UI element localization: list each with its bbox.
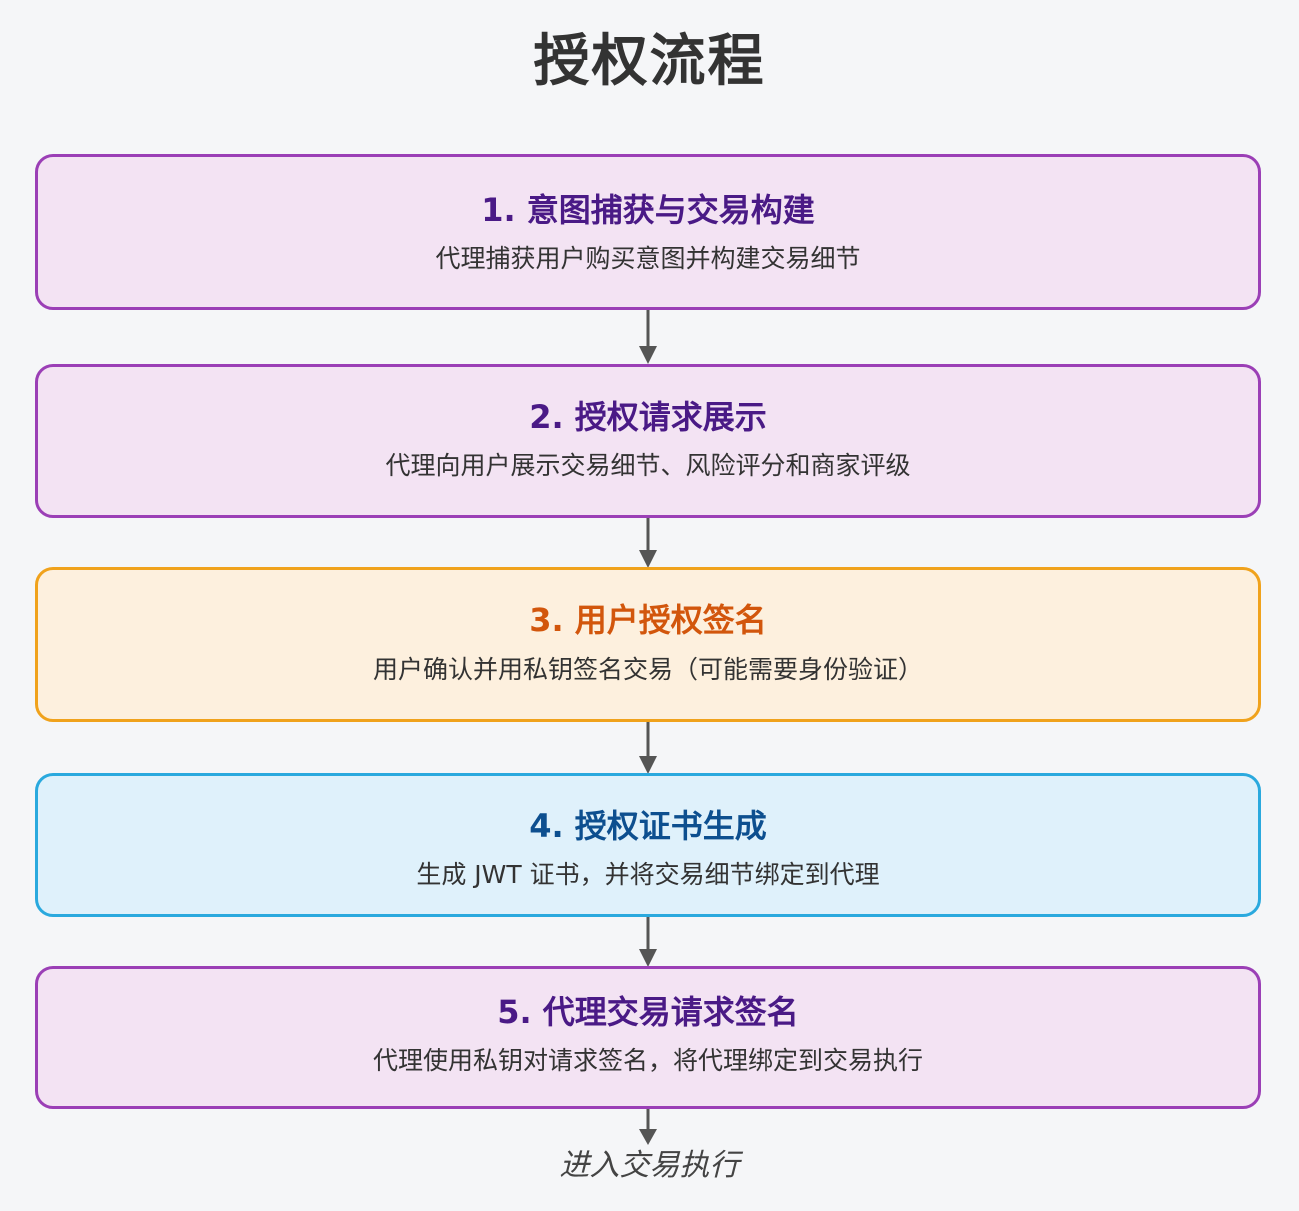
step-2-box: 2. 授权请求展示 代理向用户展示交易细节、风险评分和商家评级 bbox=[35, 364, 1261, 518]
page-title: 授权流程 bbox=[533, 29, 766, 94]
step-3-box: 3. 用户授权签名 用户确认并用私钥签名交易（可能需要身份验证） bbox=[35, 567, 1261, 722]
step-5-title: 5. 代理交易请求签名 bbox=[497, 993, 799, 1031]
step-1-box: 1. 意图捕获与交易构建 代理捕获用户购买意图并构建交易细节 bbox=[35, 154, 1261, 310]
step-5-description: 代理使用私钥对请求签名，将代理绑定到交易执行 bbox=[372, 1046, 923, 1075]
next-stage-label: 进入交易执行 bbox=[559, 1148, 740, 1183]
step-5-box: 5. 代理交易请求签名 代理使用私钥对请求签名，将代理绑定到交易执行 bbox=[35, 966, 1261, 1109]
step-4-title: 4. 授权证书生成 bbox=[529, 807, 767, 845]
step-2-description: 代理向用户展示交易细节、风险评分和商家评级 bbox=[385, 451, 911, 480]
arrow-down-icon bbox=[639, 917, 657, 967]
step-1-title: 1. 意图捕获与交易构建 bbox=[481, 191, 815, 229]
step-3-title: 3. 用户授权签名 bbox=[529, 601, 767, 639]
step-3-description: 用户确认并用私钥签名交易（可能需要身份验证） bbox=[372, 655, 923, 684]
arrow-down-icon bbox=[639, 518, 657, 568]
step-4-description: 生成 JWT 证书，并将交易细节绑定到代理 bbox=[416, 860, 880, 889]
step-4-box: 4. 授权证书生成 生成 JWT 证书，并将交易细节绑定到代理 bbox=[35, 773, 1261, 917]
step-1-description: 代理捕获用户购买意图并构建交易细节 bbox=[435, 244, 861, 273]
arrow-down-icon bbox=[639, 310, 657, 364]
arrow-down-icon bbox=[639, 722, 657, 774]
arrow-down-icon bbox=[639, 1109, 657, 1145]
step-2-title: 2. 授权请求展示 bbox=[529, 398, 767, 436]
